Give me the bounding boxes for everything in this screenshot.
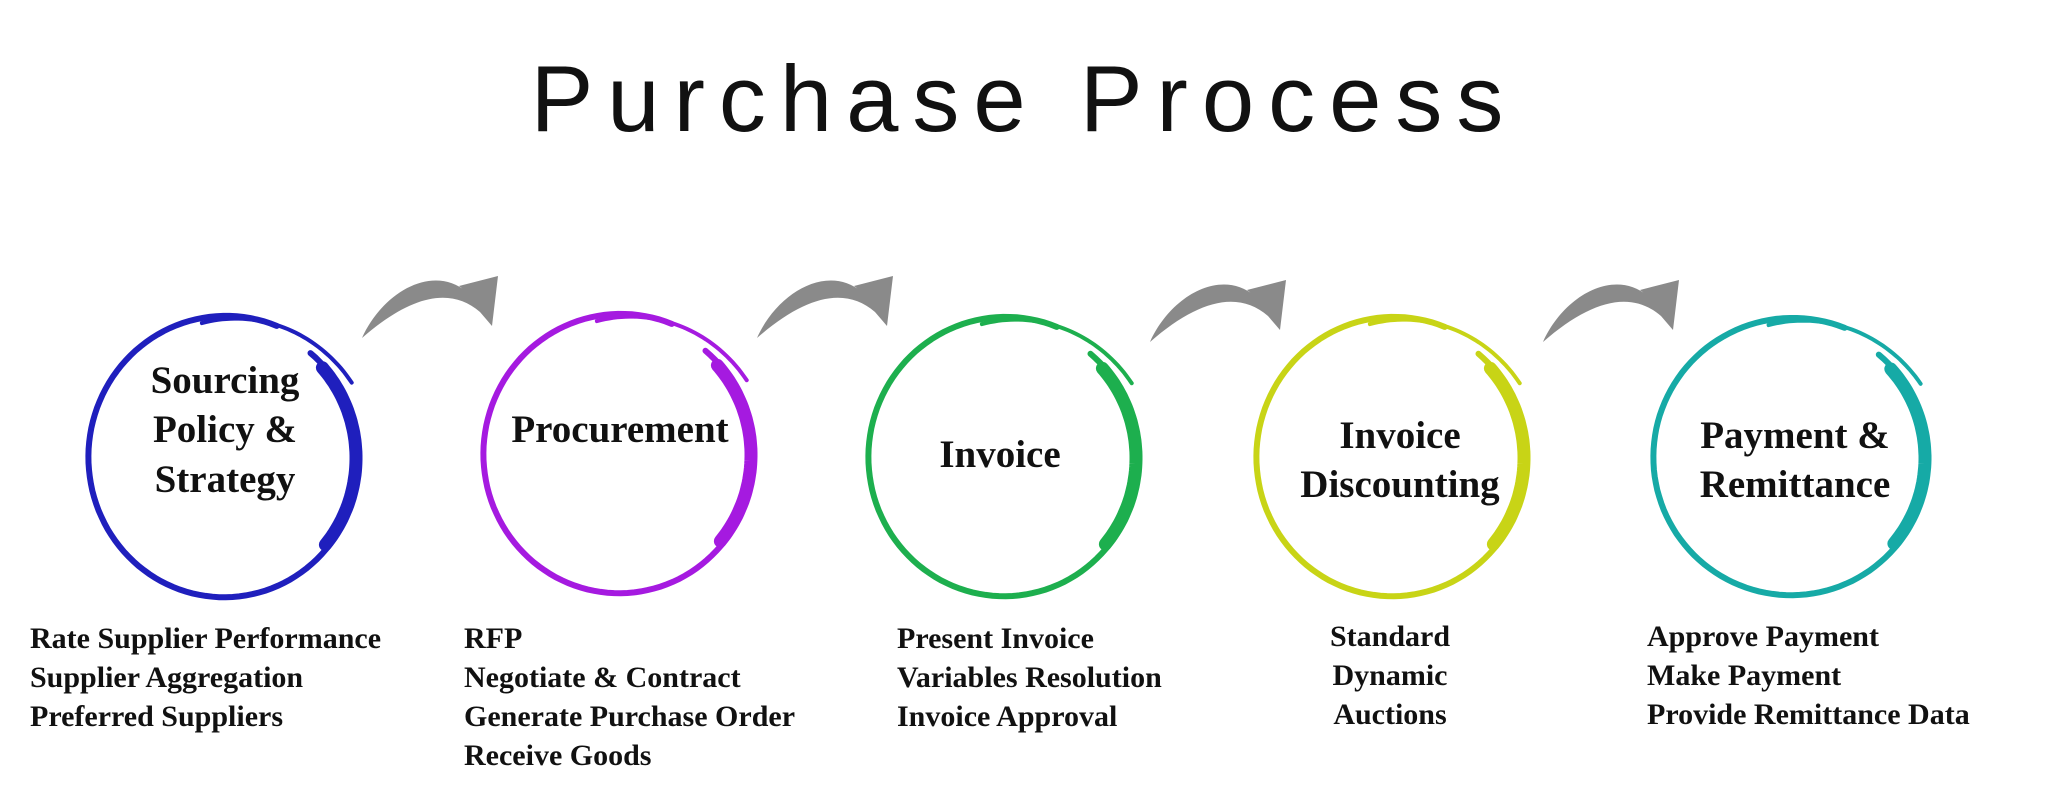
stage-label-invoice: Invoice [939,433,1061,477]
list-item: Generate Purchase Order [464,700,796,733]
ring-invoice-discounting [1253,313,1531,600]
arrow-3-icon [1150,280,1286,342]
arrow-4-icon [1543,280,1679,342]
list-item: Present Invoice [897,622,1094,655]
stage-items-payment-remittance: Approve Payment Make Payment Provide Rem… [1647,617,1970,734]
stage-items-invoice: Present Invoice Variables Resolution Inv… [897,619,1162,736]
ring-invoice [865,313,1143,600]
stage-label-sourcing: Sourcing Policy & Strategy [150,359,300,501]
stage-label-procurement: Procurement [511,408,729,452]
stage-label-invoice-discounting: Invoice Discounting [1300,413,1500,506]
list-item: Standard [1329,620,1451,653]
list-item: Variables Resolution [897,661,1162,694]
list-item: Supplier Aggregation [30,661,304,694]
list-item: Receive Goods [464,739,652,772]
stage-items-invoice-discounting: Standard Dynamic Auctions [1300,617,1480,734]
list-item: Preferred Suppliers [30,700,284,733]
list-item: Provide Remittance Data [1647,698,1970,731]
arrow-2-icon [757,276,893,338]
ring-payment-remittance [1650,315,1932,599]
list-item: Invoice Approval [897,700,1118,733]
arrow-1-icon [362,276,498,338]
ring-sourcing [85,312,363,601]
list-item: Negotiate & Contract [464,661,741,694]
list-item: Rate Supplier Performance [30,622,382,655]
stage-label-payment-remittance: Payment & Remittance [1699,413,1891,506]
list-item: Make Payment [1647,659,1842,692]
stage-items-sourcing: Rate Supplier Performance Supplier Aggre… [30,619,381,736]
list-item: Approve Payment [1647,620,1879,653]
list-item: Dynamic [1332,659,1448,692]
diagram-title: Purchase Process [530,46,1518,151]
stage-items-procurement: RFP Negotiate & Contract Generate Purcha… [464,619,795,775]
ring-procurement [480,310,758,597]
list-item: RFP [464,622,523,655]
list-item: Auctions [1333,698,1447,731]
